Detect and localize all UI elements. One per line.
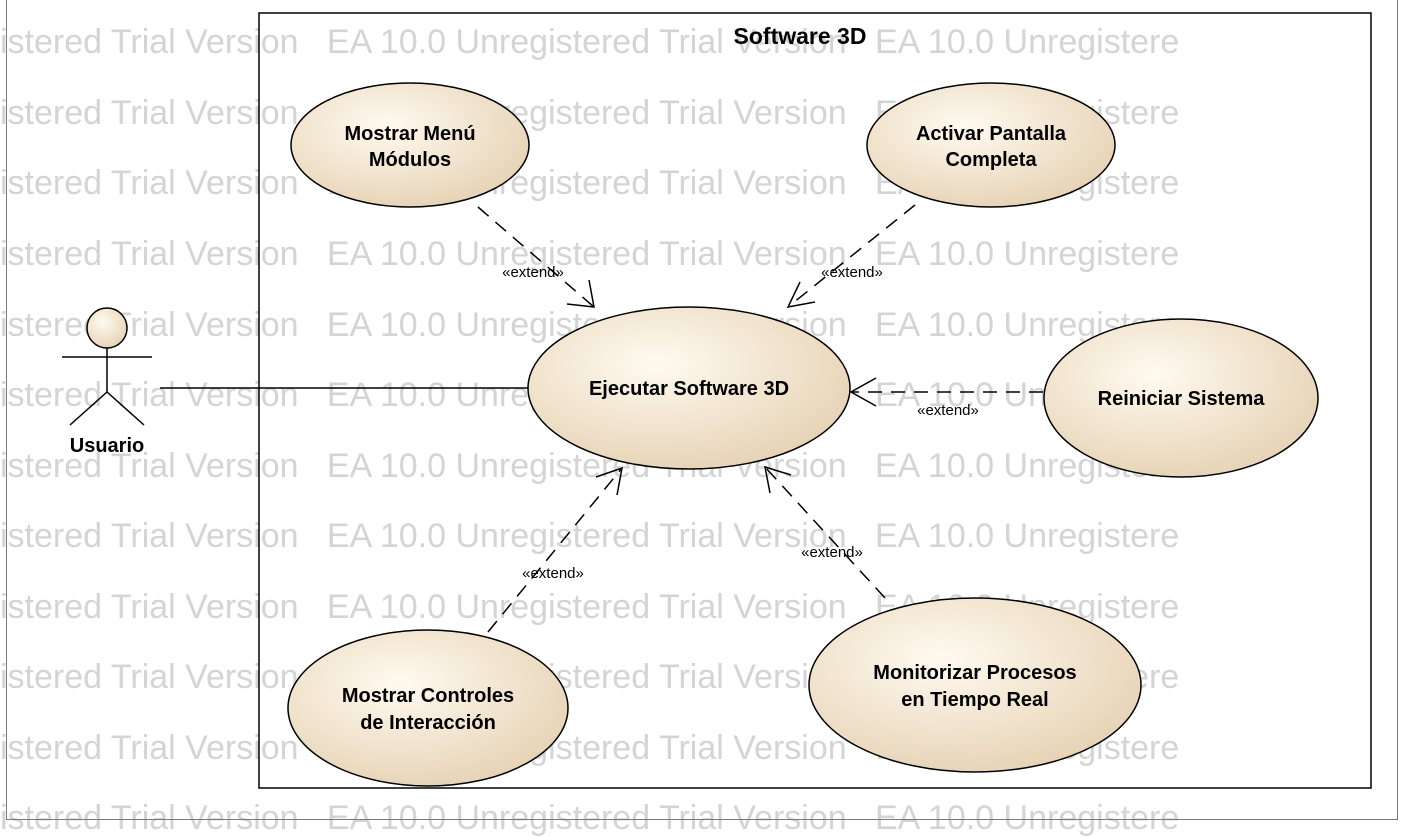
- extend-relation-restart: «extend»: [849, 377, 1043, 419]
- actor-left-leg: [69, 391, 108, 426]
- extend-line: [487, 467, 623, 633]
- arrowhead-icon: [786, 281, 816, 309]
- extend-relation-menu: «extend»: [477, 206, 595, 308]
- extend-label: «extend»: [502, 264, 564, 281]
- use-case-label-line-2: de Interacción: [360, 712, 496, 734]
- use-case-label: Reiniciar Sistema: [1098, 388, 1266, 410]
- extend-relation-fullscreen: «extend»: [786, 204, 916, 309]
- actor-usuario[interactable]: Usuario: [62, 307, 152, 457]
- use-case-ellipse: [1043, 318, 1319, 478]
- extend-label: «extend»: [801, 544, 863, 561]
- use-case-label-line-2: en Tiempo Real: [901, 689, 1048, 711]
- extend-relation-controls: «extend»: [487, 466, 623, 633]
- system-title: Software 3D: [734, 23, 867, 49]
- use-case-reiniciar-sistema[interactable]: Reiniciar Sistema: [1043, 318, 1319, 478]
- use-case-label-line-1: Monitorizar Procesos: [873, 662, 1076, 684]
- arrowhead-icon: [566, 279, 595, 308]
- extend-label: «extend»: [522, 565, 584, 582]
- use-case-ellipse: [866, 82, 1116, 208]
- use-case-mostrar-menu-modulos[interactable]: Mostrar Menú Módulos: [290, 82, 530, 208]
- arrowhead-icon: [849, 377, 877, 407]
- actor-label: Usuario: [70, 435, 144, 457]
- extend-label: «extend»: [821, 264, 883, 281]
- actor-right-leg: [106, 391, 145, 426]
- use-case-label-line-1: Activar Pantalla: [916, 123, 1067, 145]
- actor-head-icon: [86, 307, 128, 349]
- use-case-ellipse: [527, 306, 851, 470]
- use-case-ellipse: [287, 629, 569, 787]
- extend-line: [477, 206, 595, 308]
- extend-line: [764, 466, 886, 599]
- use-case-activar-pantalla-completa[interactable]: Activar Pantalla Completa: [866, 82, 1116, 208]
- extend-label: «extend»: [917, 402, 979, 419]
- use-case-label-line-1: Mostrar Controles: [342, 685, 514, 707]
- use-case-mostrar-controles[interactable]: Mostrar Controles de Interacción: [287, 629, 569, 787]
- extend-relation-monitor: «extend»: [764, 465, 886, 599]
- use-case-label-line-2: Módulos: [369, 149, 451, 171]
- use-case-label: Ejecutar Software 3D: [589, 378, 789, 400]
- use-case-ejecutar-software-3d[interactable]: Ejecutar Software 3D: [527, 306, 851, 470]
- extend-line: [787, 204, 916, 308]
- arrowhead-icon: [595, 466, 623, 496]
- use-case-label-line-1: Mostrar Menú: [344, 123, 475, 145]
- use-case-monitorizar-procesos[interactable]: Monitorizar Procesos en Tiempo Real: [808, 597, 1142, 773]
- arrowhead-icon: [764, 465, 792, 494]
- use-case-ellipse: [808, 597, 1142, 773]
- system-boundary: [258, 12, 1372, 789]
- use-case-ellipse: [290, 82, 530, 208]
- use-case-label-line-2: Completa: [945, 149, 1037, 171]
